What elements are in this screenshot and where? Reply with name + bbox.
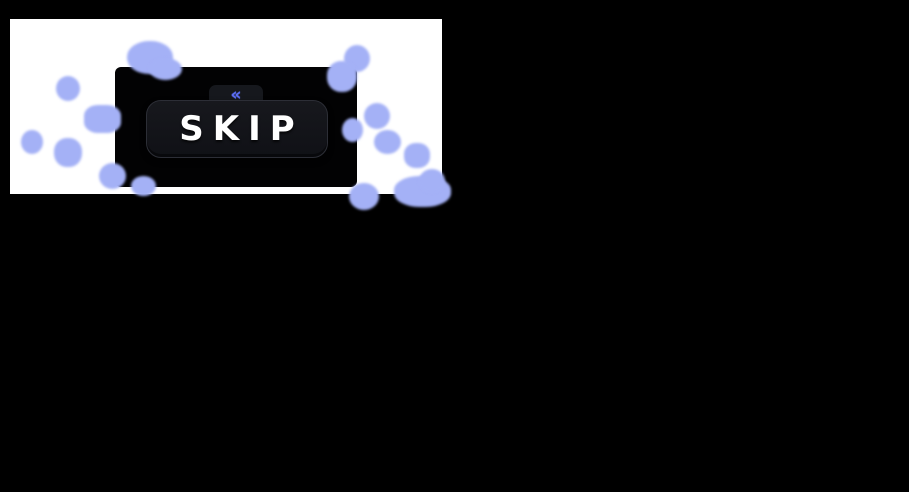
paint-blob (394, 176, 451, 207)
paint-blob (54, 138, 82, 167)
paint-blob (56, 76, 80, 101)
paint-blob (419, 169, 445, 193)
skip-button[interactable]: SKIP (146, 100, 328, 158)
double-chevron-left-icon: « (230, 84, 242, 105)
game-popup-card: « SKIP (10, 19, 451, 210)
paint-blob (374, 130, 401, 154)
skip-panel: « SKIP (115, 67, 357, 187)
paint-blob (349, 183, 379, 210)
paint-blob (404, 143, 430, 168)
skip-button-label: SKIP (179, 109, 304, 149)
paint-blob (21, 130, 43, 154)
paint-blob (364, 103, 390, 129)
